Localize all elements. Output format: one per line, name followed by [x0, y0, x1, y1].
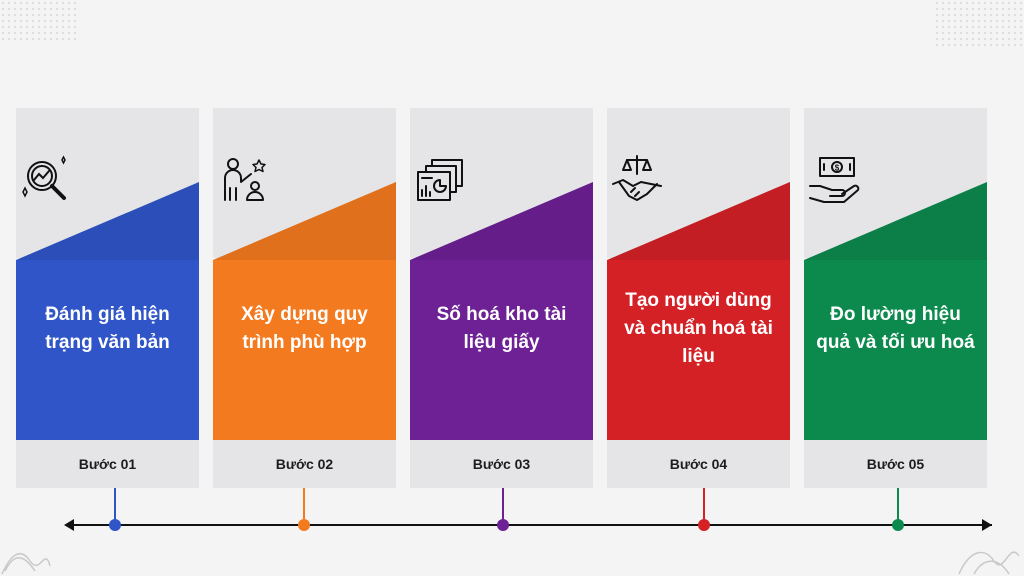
step-title: Tạo người dùng và chuẩn hoá tài liệu — [624, 290, 773, 367]
step-card-2: Xây dựng quy trình phù hợp Bước 02 — [213, 108, 396, 488]
scribble-decoration — [958, 551, 1020, 575]
step-title: Xây dựng quy trình phù hợp — [241, 304, 368, 353]
dot-pattern-decoration — [934, 0, 1024, 50]
arrow-right-icon — [982, 519, 992, 531]
timeline-stem-3 — [502, 488, 504, 524]
step-title: Đánh giá hiện trạng văn bản — [45, 304, 170, 353]
step-label: Bước 02 — [275, 456, 334, 472]
step-label: Bước 03 — [472, 456, 531, 472]
step-card-1: Đánh giá hiện trạng văn bản Bước 01 — [16, 108, 199, 488]
money-hand-icon: $ — [806, 152, 862, 208]
documents-chart-icon — [412, 152, 468, 208]
timeline-axis — [66, 524, 992, 526]
step-label: Bước 04 — [669, 456, 728, 472]
timeline-node-2 — [298, 519, 310, 531]
timeline-node-1 — [109, 519, 121, 531]
step-title: Đo lường hiệu quả và tối ưu hoá — [816, 304, 975, 353]
step-label: Bước 01 — [78, 456, 137, 472]
dot-pattern-decoration — [0, 0, 80, 40]
timeline-stem-2 — [303, 488, 305, 524]
scales-handshake-icon — [609, 152, 665, 208]
magnifier-analysis-icon — [18, 152, 74, 208]
people-star-icon — [215, 152, 271, 208]
timeline-node-5 — [892, 519, 904, 531]
step-label: Bước 05 — [866, 456, 925, 472]
step-card-3: Số hoá kho tài liệu giấy Bước 03 — [410, 108, 593, 488]
step-card-5: $ Đo lường hiệu quả và tối ưu hoá Bước 0… — [804, 108, 987, 488]
scribble-decoration — [1, 553, 51, 575]
timeline-stem-4 — [703, 488, 705, 524]
timeline-node-4 — [698, 519, 710, 531]
timeline-stem-1 — [114, 488, 116, 524]
timeline-node-3 — [497, 519, 509, 531]
arrow-left-icon — [64, 519, 74, 531]
timeline-stem-5 — [897, 488, 899, 524]
step-card-4: Tạo người dùng và chuẩn hoá tài liệu Bướ… — [607, 108, 790, 488]
step-title: Số hoá kho tài liệu giấy — [436, 304, 567, 353]
svg-text:$: $ — [835, 164, 840, 173]
